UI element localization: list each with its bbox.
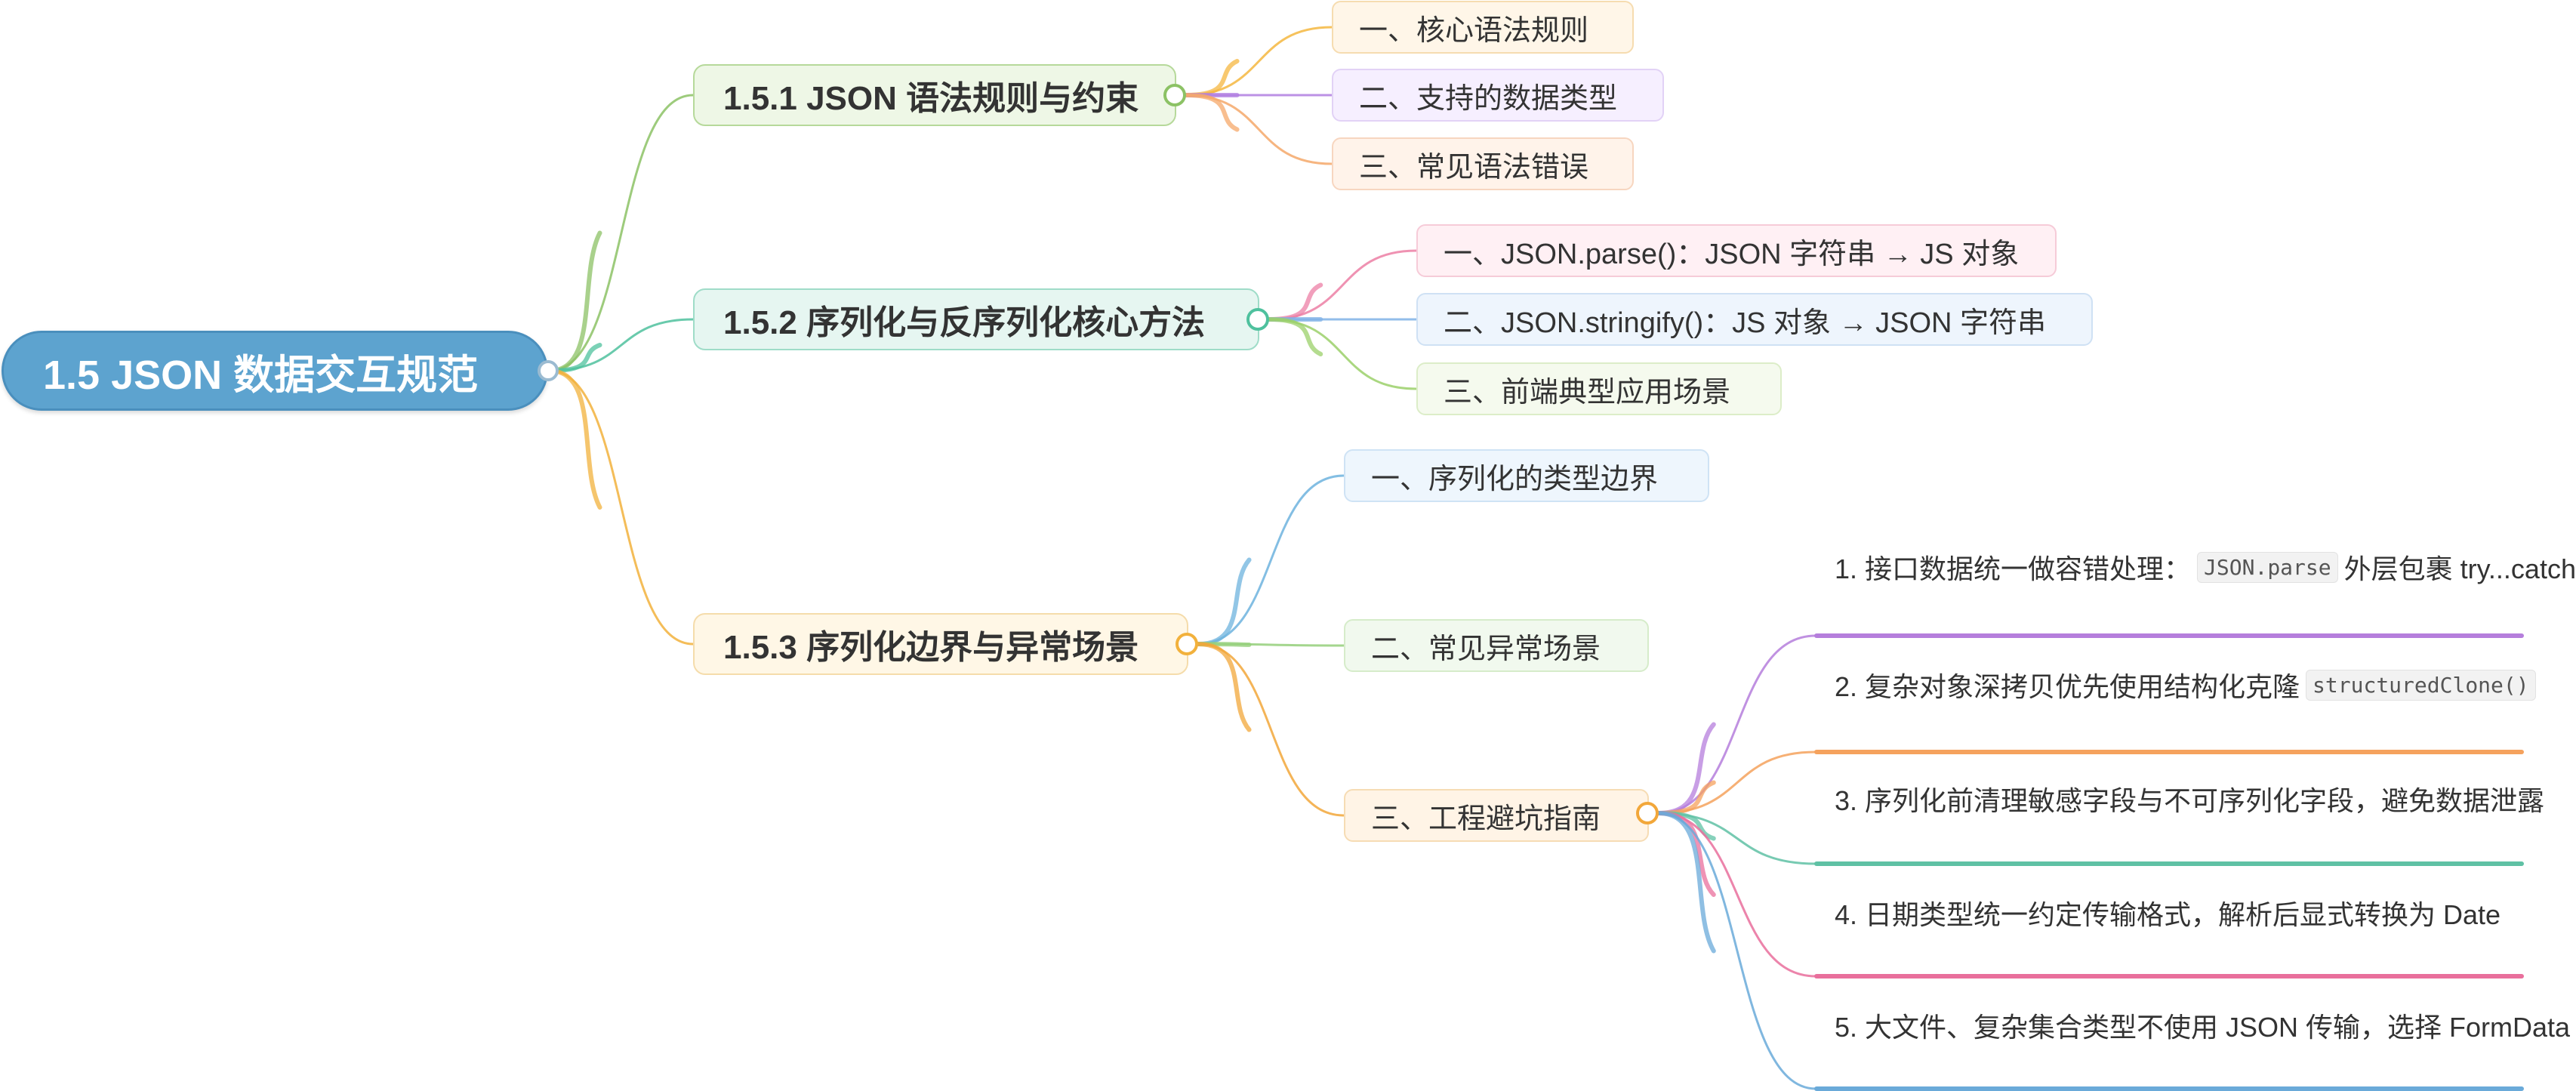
topic-json-stringify[interactable]: 二、JSON.stringify()：JS 对象 → JSON 字符串 — [1416, 293, 2093, 346]
topic-engineering-pitfall-guide[interactable]: 三、工程避坑指南 — [1344, 789, 1649, 842]
guide-item-1-link — [1657, 634, 1817, 815]
guide-item-1-underline — [1814, 633, 2524, 638]
branch-2-child-3-link — [1268, 318, 1418, 390]
topic-common-exceptions[interactable]: 二、常见异常场景 — [1344, 619, 1649, 672]
root-to-branch-1-link — [548, 94, 695, 372]
code-structured-clone: structuredClone() — [2306, 669, 2536, 701]
guide-item-2-link — [1657, 750, 1817, 815]
connector-lines — [547, 26, 1817, 1090]
root-topic[interactable]: 1.5 JSON 数据交互规范 — [2, 331, 548, 411]
topic-label: 二、常见异常场景 — [1371, 633, 1601, 665]
branch-2-child-1-taper — [1267, 282, 1323, 322]
guide-item-5-taper — [1656, 811, 1716, 954]
guide-item-4-underline — [1814, 974, 2524, 979]
guide-item-5-link — [1657, 812, 1817, 1090]
root-topic-label: 1.5 JSON 数据交互规范 — [43, 352, 479, 398]
branch-1-5-1-label: 1.5.1 JSON 语法规则与约束 — [723, 80, 1139, 117]
guide-item-5[interactable]: 5. 大文件、复杂集合类型不使用 JSON 传输，选择 FormData — [1835, 1012, 2571, 1043]
topic-label: 一、JSON.parse()：JSON 字符串 → JS 对象 — [1444, 238, 2020, 270]
root-collapse-toggle[interactable] — [538, 360, 559, 381]
branch-1-5-1-collapse-toggle[interactable] — [1163, 84, 1186, 106]
topic-common-syntax-errors[interactable]: 三、常见语法错误 — [1332, 137, 1634, 190]
guide-item-2-underline — [1814, 750, 2524, 754]
root-to-branch-3-taper — [547, 368, 602, 510]
guide-item-3[interactable]: 3. 序列化前清理敏感字段与不可序列化字段，避免数据泄露 — [1835, 785, 2545, 816]
topic-serialization-type-boundaries[interactable]: 一、序列化的类型边界 — [1344, 449, 1709, 502]
branch-1-child-1-taper — [1184, 59, 1240, 97]
topic-label: 三、常见语法错误 — [1359, 151, 1589, 183]
branch-1-5-3[interactable]: 1.5.3 序列化边界与异常场景 — [693, 613, 1188, 675]
root-to-branch-2-taper — [547, 343, 602, 373]
topic-core-syntax-rules[interactable]: 一、核心语法规则 — [1332, 1, 1634, 54]
pitfall-guide-collapse-toggle[interactable] — [1636, 802, 1659, 824]
branch-3-child-1-taper — [1196, 557, 1252, 646]
root-to-branch-3-link — [548, 369, 695, 646]
topic-label: 三、工程避坑指南 — [1371, 803, 1601, 835]
branch-3-child-1-link — [1197, 474, 1345, 646]
guide-item-3-underline — [1814, 861, 2524, 866]
branch-3-child-3-taper — [1196, 642, 1252, 732]
branch-1-child-3-link — [1185, 94, 1333, 165]
topic-label: 三、前端典型应用场景 — [1444, 376, 1731, 408]
topic-label: 二、JSON.stringify()：JS 对象 → JSON 字符串 — [1444, 307, 2047, 339]
branch-1-5-2-collapse-toggle[interactable] — [1246, 308, 1269, 331]
branch-2-child-3-taper — [1267, 317, 1323, 356]
topic-frontend-scenarios[interactable]: 三、前端典型应用场景 — [1416, 362, 1782, 415]
branch-2-child-1-link — [1268, 249, 1418, 321]
branch-1-5-3-collapse-toggle[interactable] — [1176, 633, 1198, 655]
guide-item-1-taper — [1656, 722, 1716, 815]
branch-1-5-3-label: 1.5.3 序列化边界与异常场景 — [723, 629, 1139, 666]
topic-json-parse[interactable]: 一、JSON.parse()：JSON 字符串 → JS 对象 — [1416, 224, 2057, 277]
guide-item-2-taper — [1656, 780, 1716, 815]
topic-label: 一、核心语法规则 — [1359, 14, 1589, 47]
code-json-parse: JSON.parse — [2197, 551, 2338, 583]
branch-1-child-3-taper — [1184, 93, 1240, 132]
branch-1-5-1[interactable]: 1.5.1 JSON 语法规则与约束 — [693, 64, 1176, 126]
branch-1-5-2-label: 1.5.2 序列化与反序列化核心方法 — [723, 304, 1206, 341]
topic-label: 一、序列化的类型边界 — [1371, 463, 1659, 495]
guide-item-4[interactable]: 4. 日期类型统一约定传输格式，解析后显式转换为 Date — [1835, 899, 2501, 930]
branch-3-child-3-link — [1197, 643, 1345, 817]
guide-item-5-underline — [1814, 1086, 2524, 1091]
topic-label: 二、支持的数据类型 — [1359, 82, 1618, 115]
branch-1-5-2[interactable]: 1.5.2 序列化与反序列化核心方法 — [693, 288, 1259, 350]
branch-1-child-1-link — [1185, 26, 1333, 97]
topic-supported-data-types[interactable]: 二、支持的数据类型 — [1332, 69, 1664, 122]
root-to-branch-1-taper — [547, 230, 602, 373]
